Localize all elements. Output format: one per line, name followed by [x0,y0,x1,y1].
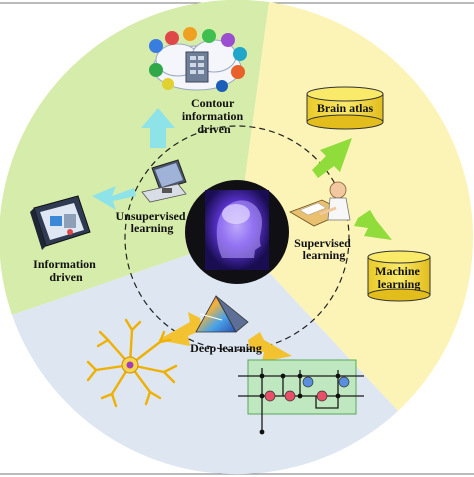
arrow-to-brain-atlas [312,138,352,178]
contour-line-2: information [182,109,244,123]
machine-learning-label: Machine learning [375,264,423,291]
brain-atlas-label: Brain atlas [317,101,374,115]
brain-head-image [185,180,289,284]
unsupervised-label: Unsupervised learning [115,209,188,235]
machine-line-1: Machine [375,264,420,278]
contour-line-3: driven [197,122,231,136]
unsupervised-line-2: learning [131,221,174,235]
desktop-computer-icon [141,159,187,203]
information-label: Information driven [33,257,99,284]
arrow-to-machine-learning [354,210,392,240]
machine-line-2: learning [378,277,421,291]
arrow-to-contour [141,108,175,148]
brain-atlas-cylinder [306,86,384,130]
person-reading-icon [289,181,351,227]
supervised-line-1: Supervised [294,236,351,250]
deep-learning-label: Deep learning [190,341,262,355]
yellow-sector [237,2,474,411]
supervised-line-2: learning [303,248,346,262]
prism-icon [195,295,249,333]
contour-label: Contour information driven [182,96,246,136]
machine-learning-cylinder [367,250,431,302]
blue-sector [12,238,398,475]
neuron-icon [86,318,178,408]
arrows [92,108,392,362]
arrow-to-circuit [248,332,292,362]
dashed-ring [124,125,350,351]
cloud-computing-icon [149,27,247,92]
contour-line-1: Contour [191,96,235,110]
arrow-to-information [92,186,136,210]
information-line-1: Information [33,257,96,271]
circuit-diagram-icon [238,359,364,435]
unsupervised-line-1: Unsupervised [115,209,185,223]
supervised-label: Supervised learning [294,236,354,262]
information-line-2: driven [49,270,83,284]
instrument-panel-icon [30,195,91,250]
arrow-to-neuron [158,312,202,346]
